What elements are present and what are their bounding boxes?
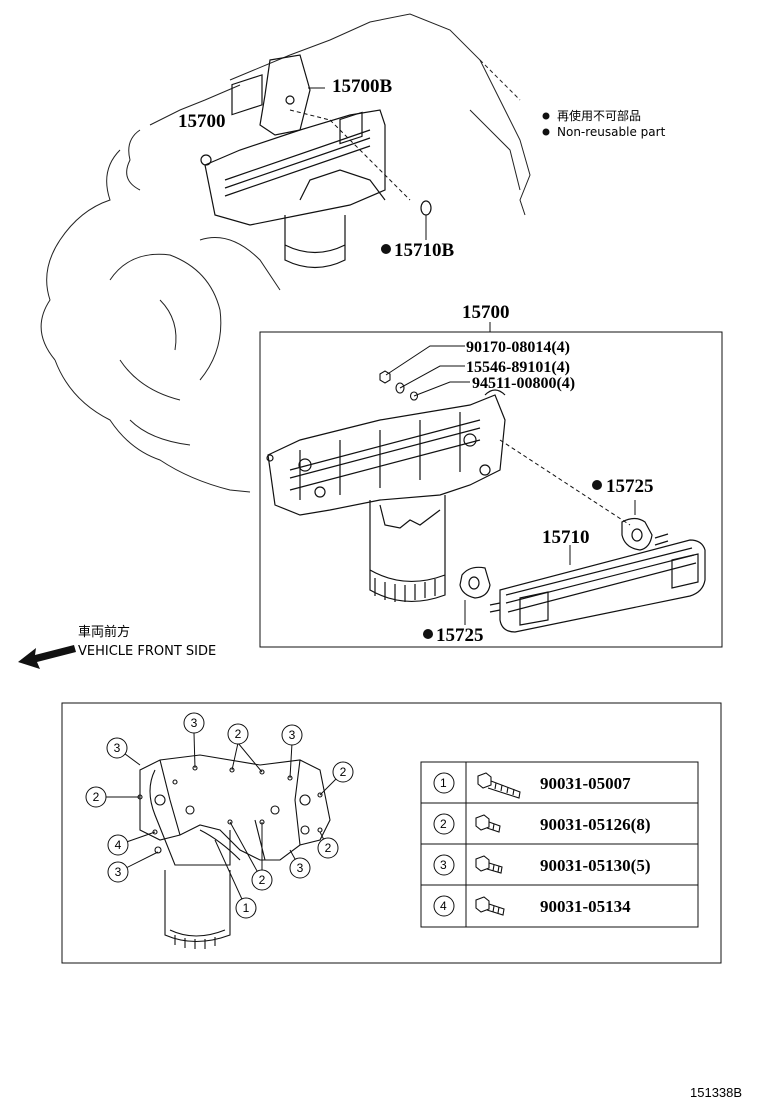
label-15725-top: 15725 bbox=[606, 476, 654, 497]
label-15710b: 15710B bbox=[394, 240, 455, 261]
direction-en: VEHICLE FRONT SIDE bbox=[78, 644, 216, 659]
callout-text: 3 bbox=[297, 861, 304, 875]
table-num: 3 bbox=[440, 858, 447, 872]
bolt-table-text: 1 2 3 4 90031-05007 90031-05126(8) 90031… bbox=[440, 774, 650, 916]
callout-text: 2 bbox=[325, 841, 332, 855]
direction-jp: 車両前方 bbox=[78, 624, 130, 640]
bolt-callouts bbox=[85, 712, 354, 919]
callout-text: 2 bbox=[235, 727, 242, 741]
table-part: 90031-05130(5) bbox=[540, 856, 650, 875]
callout-text: 4 bbox=[115, 838, 122, 852]
bolt-table bbox=[420, 761, 699, 928]
cooler-body bbox=[266, 389, 506, 603]
callout-text: 3 bbox=[115, 865, 122, 879]
bolt-callout-text: 3 3 2 3 2 2 2 4 3 2 3 1 bbox=[93, 716, 347, 915]
callout-leaders bbox=[96, 732, 344, 909]
callout-text: 3 bbox=[289, 728, 296, 742]
part-15546: 15546-89101(4) bbox=[466, 359, 570, 376]
callout-text: 3 bbox=[191, 716, 198, 730]
cooler-element bbox=[489, 533, 706, 633]
table-num: 2 bbox=[440, 817, 447, 831]
small-parts bbox=[379, 370, 419, 401]
exploded-view-frame bbox=[259, 331, 723, 648]
bolt-icon bbox=[475, 896, 505, 916]
part-94511: 94511-00800(4) bbox=[472, 375, 575, 392]
part-callout-lines bbox=[385, 345, 470, 397]
callout-text: 2 bbox=[340, 765, 347, 779]
callout-text: 2 bbox=[93, 790, 100, 804]
bolt-icons bbox=[475, 772, 521, 916]
table-part: 90031-05007 bbox=[540, 774, 631, 793]
gasket-bottom bbox=[459, 566, 491, 625]
label-15725-bottom: 15725 bbox=[436, 625, 484, 646]
note-dot-icon bbox=[542, 112, 550, 120]
label-15700b: 15700B bbox=[332, 76, 393, 97]
bolt-icon bbox=[475, 855, 503, 874]
table-part: 90031-05134 bbox=[540, 897, 631, 916]
bolt-icon bbox=[475, 814, 501, 833]
bolt-diagram-frame bbox=[61, 702, 722, 964]
top-cooler-assembly bbox=[200, 54, 432, 269]
table-part: 90031-05126(8) bbox=[540, 815, 650, 834]
non-reusable-dot-icon bbox=[592, 480, 602, 490]
note-jp: 再使用不可部品 bbox=[557, 108, 641, 123]
gasket-top bbox=[499, 439, 653, 551]
figure-code: 151338B bbox=[690, 1085, 742, 1100]
table-num: 1 bbox=[440, 776, 447, 790]
note-dot-icon bbox=[542, 128, 550, 136]
box-title: 15700 bbox=[462, 302, 510, 323]
front-arrow-icon bbox=[18, 645, 76, 669]
bolt-icon bbox=[477, 772, 521, 799]
callout-text: 3 bbox=[114, 741, 121, 755]
table-num: 4 bbox=[440, 899, 447, 913]
callout-text: 1 bbox=[243, 901, 250, 915]
non-reusable-dot-icon bbox=[381, 244, 391, 254]
bolt-layout-sketch bbox=[137, 754, 331, 949]
label-15700-top: 15700 bbox=[178, 111, 226, 132]
label-15710: 15710 bbox=[542, 527, 590, 548]
callout-text: 2 bbox=[259, 873, 266, 887]
note-en: Non-reusable part bbox=[557, 125, 666, 139]
engine-outline bbox=[40, 13, 531, 493]
part-90170: 90170-08014(4) bbox=[466, 339, 570, 356]
non-reusable-dot-icon bbox=[423, 629, 433, 639]
